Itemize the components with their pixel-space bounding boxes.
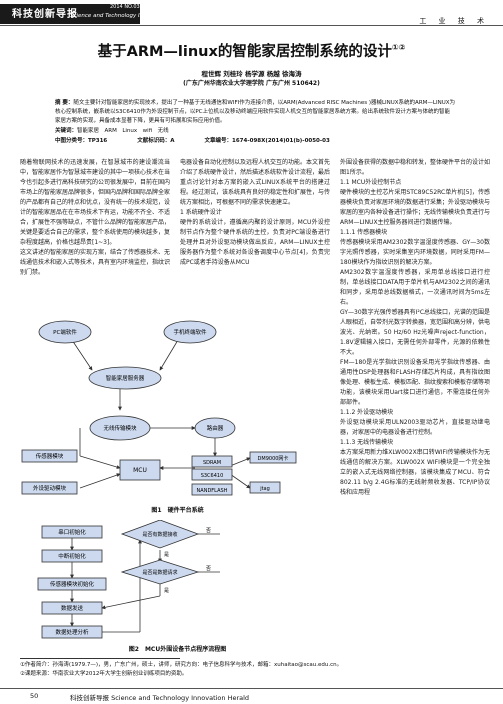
fig1-node-sdram: SDRAM bbox=[191, 455, 233, 468]
fig2-decision-check: 是否有数据接收 bbox=[120, 520, 200, 549]
paper-title-text: 基于ARM—linux的智能家居控制系统的设计 bbox=[97, 44, 392, 60]
fig1-label-mcu: MCU bbox=[133, 467, 147, 474]
fig2-label-query: 是否是数据请求 bbox=[142, 569, 177, 576]
fig2-decision-query: 是否是数据请求 bbox=[120, 559, 200, 585]
figure-2-flowchart: 串口初始化 中断初始化 传感器模块初始化 数据发送 数据处理分析 是否有数据接收… bbox=[37, 520, 220, 639]
fig1-label-phone: 手机终端软件 bbox=[173, 328, 207, 336]
fig2-step-recv: 数据处理分析 bbox=[41, 625, 103, 639]
paper-title: 基于ARM—linux的智能家居控制系统的设计①② bbox=[0, 40, 503, 61]
fig2-label-sensor-init: 传感器模块初始化 bbox=[50, 580, 95, 588]
journal-name-cn: 科技创新导报 bbox=[12, 9, 78, 20]
fig1-node-s3c: S3C6410 bbox=[191, 468, 233, 481]
fig2-label-recv: 数据处理分析 bbox=[55, 628, 89, 636]
abstract: 摘 要：随文主要针对智能家居的实现技术，提出了一种基于无线通信和WIFI作为连接… bbox=[55, 99, 455, 126]
footer-divider bbox=[0, 688, 503, 689]
fig2-label-init: 串口初始化 bbox=[58, 528, 86, 536]
fig1-node-wifi: 无线传输模块 bbox=[89, 415, 151, 441]
fig1-node-nand: NANDFLASH bbox=[191, 483, 233, 496]
fig1-label-smart: 智能家居服务器 bbox=[106, 374, 145, 382]
journal-header-bar bbox=[0, 4, 140, 24]
fig2-yes-1: 是 bbox=[164, 552, 169, 558]
body-column-1: 随着物联网技术的迅速发展，在智慧城市的建设潮流当中，智能家居作为智慧城市建设的其… bbox=[20, 159, 170, 276]
keywords-text: 智能家居 ARM Linux wifi 无线 bbox=[77, 128, 169, 134]
footnote-funding: ②课题来源：华南农业大学2012年大学生创新创业训练项目的资助。 bbox=[20, 671, 188, 677]
issue-number: 2014 NO.03 bbox=[110, 4, 140, 10]
footer-journal: 科技创新导报 Science and Technology Innovation… bbox=[70, 694, 250, 702]
fig2-yes-2: 是 bbox=[164, 588, 169, 594]
fig2-label-send: 数据发送 bbox=[61, 604, 84, 612]
fig2-label-int: 中断初始化 bbox=[58, 552, 86, 560]
footnote-author: ①作者简介：孙海涛(1979.7—)，男，广东广州，硕士，讲师，研究方向：电子信… bbox=[20, 662, 343, 668]
keywords-label: 关键词： bbox=[55, 128, 78, 134]
fig1-node-dm: DM9000网卡 bbox=[249, 451, 297, 464]
fig1-label-sensor: 传感器模块 bbox=[36, 452, 64, 460]
header-divider bbox=[0, 25, 503, 26]
journal-name-en: Science and Technology Innovation Herald bbox=[70, 13, 188, 19]
fig1-node-mcu: MCU bbox=[119, 459, 161, 481]
fig2-step-send: 数据发送 bbox=[41, 601, 103, 615]
fig1-node-sensor: 传感器模块 bbox=[21, 449, 78, 463]
body-column-2: 电器设备自动化控制以及远程人机交互的功能。本文首先介绍了系统硬件设计，然后描述系… bbox=[180, 159, 330, 266]
figure-2-caption: 图2 MCU外围设备节点程序流程图 bbox=[128, 646, 227, 653]
article-meta: 中图分类号：TP316 文献标识码：A 文章编号：1674-098X(2014)… bbox=[55, 136, 455, 144]
fig1-label-dm: DM9000网卡 bbox=[258, 455, 289, 462]
fig1-node-router: 路由器 bbox=[194, 417, 236, 439]
page-number: 50 bbox=[30, 692, 39, 700]
fig1-label-s3c: S3C6410 bbox=[201, 473, 224, 479]
fig1-node-jtag: jtag bbox=[249, 481, 281, 494]
fig2-step-sensor-init: 传感器模块初始化 bbox=[37, 577, 107, 591]
clc-number: 中图分类号：TP316 bbox=[55, 138, 108, 144]
fig2-step-int: 中断初始化 bbox=[41, 549, 103, 563]
keywords: 关键词：智能家居 ARM Linux wifi 无线 bbox=[55, 126, 455, 134]
figure-1-hardware-diagram: PC端软件 智能家居服务器 手机终端软件 无线传输模块 路由器 传感器模块 外设… bbox=[21, 320, 297, 496]
fig2-no-2: 否 bbox=[206, 566, 211, 572]
fig2-label-check: 是否有数据接收 bbox=[142, 531, 177, 538]
fig1-label-pc: PC端软件 bbox=[53, 328, 77, 336]
document-code: 文献标识码：A bbox=[137, 138, 175, 144]
fig1-node-external: 外设驱动模块 bbox=[21, 481, 78, 495]
fig1-node-pc: PC端软件 bbox=[38, 320, 92, 344]
section-label: 工 业 技 术 bbox=[419, 17, 489, 25]
fig2-no-1: 否 bbox=[206, 528, 211, 534]
figure-1-caption: 图1 硬件平台系统 bbox=[151, 507, 204, 514]
fig1-label-router: 路由器 bbox=[207, 424, 224, 432]
fig1-connections bbox=[71, 339, 251, 489]
title-footnote-marks: ①② bbox=[391, 43, 406, 53]
footnote-divider bbox=[20, 658, 180, 659]
fig1-node-smart: 智能家居服务器 bbox=[88, 366, 162, 390]
fig2-step-init: 串口初始化 bbox=[41, 525, 103, 539]
body-column-3: 外围设备获得的数据中稳和转发，整体硬件平台的设计如图1所示。 1.1 MCU外设… bbox=[340, 159, 490, 496]
authors: 程世辉 刘桂玲 杨学源 杨越 徐海涛 bbox=[201, 70, 302, 78]
fig1-label-external: 外设驱动模块 bbox=[33, 484, 67, 492]
fig1-label-wifi: 无线传输模块 bbox=[103, 424, 137, 432]
fig1-label-nand: NANDFLASH bbox=[197, 488, 228, 494]
fig1-label-jtag: jtag bbox=[259, 486, 270, 492]
fig1-label-sdram: SDRAM bbox=[203, 460, 221, 466]
article-id: 文章编号：1674-098X(2014)01(b)-0050-03 bbox=[204, 138, 330, 144]
abstract-text: 随文主要针对智能家居的实现技术，提出了一种基于无线通信和WIFI作为连接介质，以… bbox=[55, 100, 455, 124]
abstract-label: 摘 要： bbox=[55, 100, 74, 106]
fig1-node-phone: 手机终端软件 bbox=[163, 320, 217, 344]
affiliation: (广东广州华南农业大学理学院 广东广州 510642) bbox=[183, 80, 320, 87]
